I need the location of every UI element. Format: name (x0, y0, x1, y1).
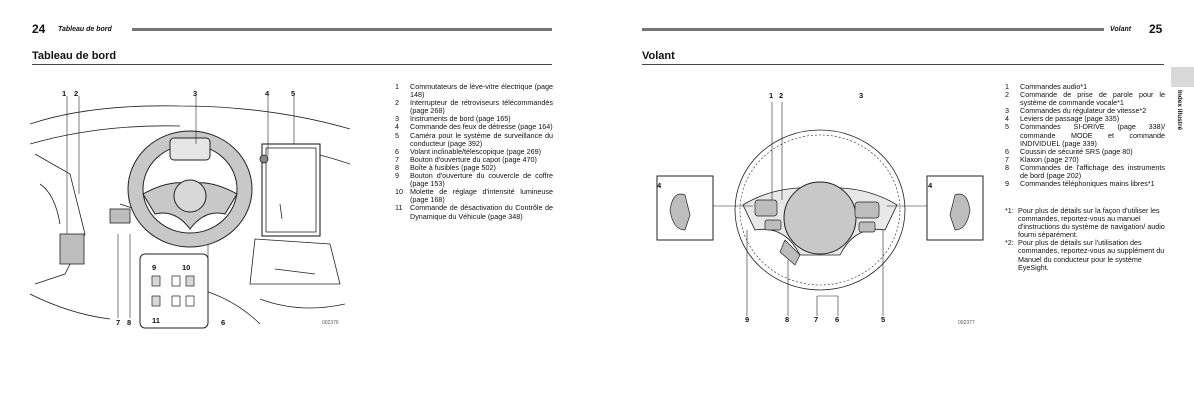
section-rule-right (642, 64, 1164, 65)
callout-5: 5 (881, 315, 886, 324)
section-rule (32, 64, 552, 65)
callout-3: 3 (859, 91, 864, 100)
page-number-right: 25 (1149, 22, 1163, 36)
callout-6: 6 (221, 318, 226, 327)
running-title-right: Volant (1110, 26, 1132, 33)
steering-wheel-illustration (656, 102, 984, 316)
callout-1: 1 (62, 89, 67, 98)
callout-2: 2 (74, 89, 79, 98)
callout-11: 11 (152, 316, 160, 325)
page-number: 24 (32, 22, 46, 36)
footnote: *2:Pour plus de détails sur l'utilisatio… (1005, 238, 1165, 272)
footnote: *1:Pour plus de détails sur la façon d'u… (1005, 206, 1165, 240)
callout-6: 6 (835, 315, 840, 324)
callout-2: 2 (779, 91, 784, 100)
callout-8: 8 (127, 318, 132, 327)
callout-4-right: 4 (928, 181, 933, 190)
dashboard-illustration (30, 96, 350, 329)
figure-code: 002376 (322, 320, 339, 326)
callout-9: 9 (745, 315, 750, 324)
footnotes: *1:Pour plus de détails sur la façon d'u… (1005, 206, 1165, 272)
figure-code-right: 002377 (958, 320, 975, 326)
side-tab (1171, 67, 1194, 87)
section-title-right: Volant (642, 50, 675, 62)
callout-4-left: 4 (657, 181, 662, 190)
callout-5: 5 (291, 89, 296, 98)
callout-4: 4 (265, 89, 270, 98)
callout-10: 10 (182, 263, 191, 272)
callout-7: 7 (814, 315, 819, 324)
callout-7: 7 (116, 318, 121, 327)
section-title: Tableau de bord (32, 50, 117, 62)
header-rule (132, 28, 552, 31)
callout-3: 3 (193, 89, 198, 98)
running-title: Tableau de bord (58, 26, 112, 33)
header-rule-right (642, 28, 1104, 31)
callout-8: 8 (785, 315, 790, 324)
side-tab-label: Index illustré (1176, 90, 1183, 131)
callout-9: 9 (152, 263, 157, 272)
callout-1: 1 (769, 91, 774, 100)
